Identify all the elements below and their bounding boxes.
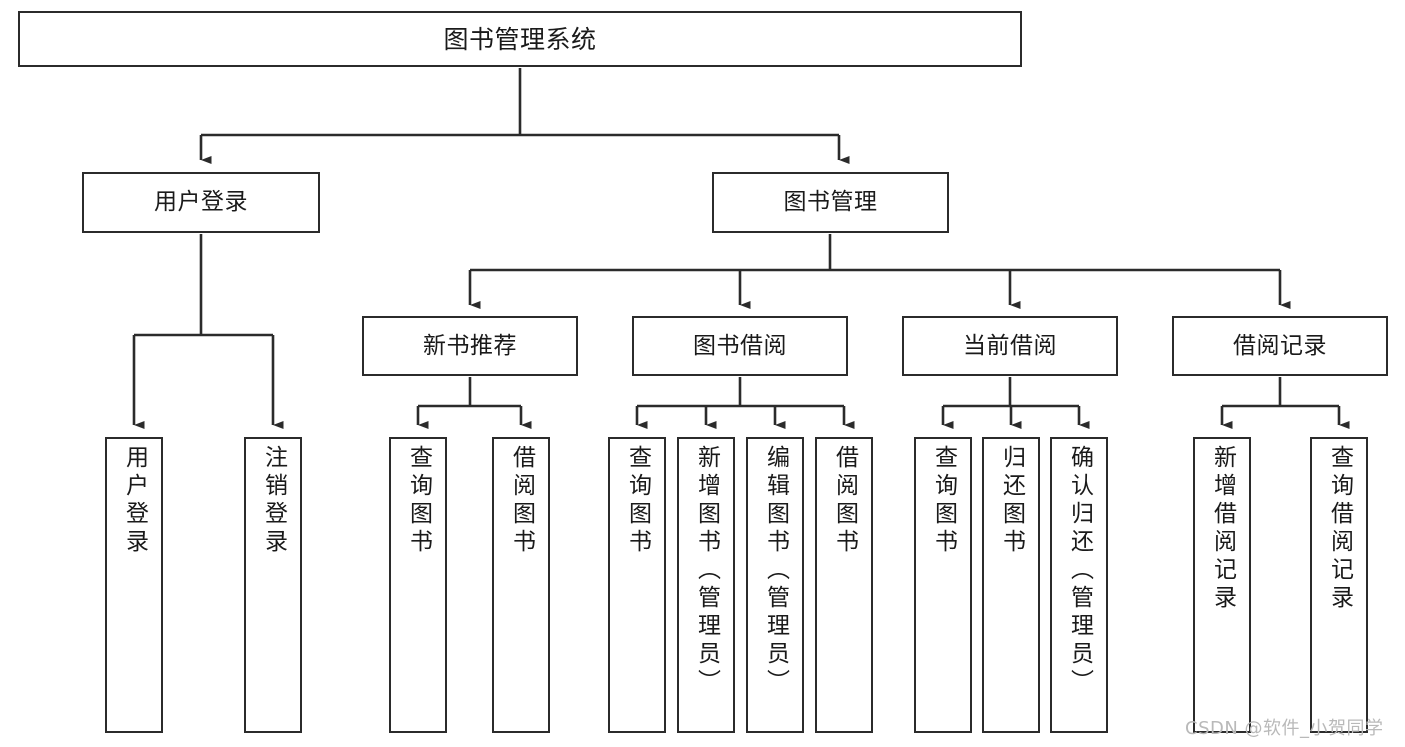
leaf-label: 借阅图书 [508,445,535,557]
leaf-new-book-borrow[interactable]: 借阅图书 [492,437,550,733]
node-current-borrow[interactable]: 当前借阅 [902,316,1118,376]
node-book-borrow[interactable]: 图书借阅 [632,316,848,376]
leaf-label: 借阅图书 [831,445,858,557]
leaf-borrow-record-add[interactable]: 新增借阅记录 [1193,437,1251,733]
leaf-book-borrow-borrow[interactable]: 借阅图书 [815,437,873,733]
leaf-label: 归还图书 [998,445,1025,557]
leaf-book-borrow-query[interactable]: 查询图书 [608,437,666,733]
leaf-label: 注销登录 [260,445,287,557]
leaf-current-borrow-confirm-return[interactable]: 确认归还（管理员） [1050,437,1108,733]
leaf-book-borrow-edit[interactable]: 编辑图书（管理员） [746,437,804,733]
node-new-book-recommend[interactable]: 新书推荐 [362,316,578,376]
node-user-login[interactable]: 用户登录 [82,172,320,233]
leaf-borrow-record-query[interactable]: 查询借阅记录 [1310,437,1368,733]
leaf-label: 确认归还（管理员） [1066,445,1093,697]
leaf-user-login-login[interactable]: 用户登录 [105,437,163,733]
node-root[interactable]: 图书管理系统 [18,11,1022,67]
leaf-new-book-query[interactable]: 查询图书 [389,437,447,733]
leaf-label: 用户登录 [121,445,148,557]
watermark: CSDN @软件_小贺同学 [1185,718,1384,739]
leaf-user-login-logout[interactable]: 注销登录 [244,437,302,733]
leaf-book-borrow-add[interactable]: 新增图书（管理员） [677,437,735,733]
node-borrow-record-label: 借阅记录 [1233,332,1327,359]
node-root-label: 图书管理系统 [443,24,597,54]
node-book-borrow-label: 图书借阅 [693,332,787,359]
leaf-label: 新增借阅记录 [1209,445,1236,613]
leaf-label: 查询图书 [405,445,432,557]
node-current-borrow-label: 当前借阅 [963,332,1057,359]
leaf-label: 查询借阅记录 [1326,445,1353,613]
node-user-login-label: 用户登录 [154,189,248,216]
node-new-book-recommend-label: 新书推荐 [423,332,517,359]
node-book-management[interactable]: 图书管理 [712,172,949,233]
leaf-label: 编辑图书（管理员） [762,445,789,697]
leaf-label: 查询图书 [930,445,957,557]
node-borrow-record[interactable]: 借阅记录 [1172,316,1388,376]
leaf-current-borrow-return[interactable]: 归还图书 [982,437,1040,733]
leaf-label: 新增图书（管理员） [693,445,720,697]
leaf-current-borrow-query[interactable]: 查询图书 [914,437,972,733]
leaf-label: 查询图书 [624,445,651,557]
node-book-management-label: 图书管理 [783,189,878,216]
